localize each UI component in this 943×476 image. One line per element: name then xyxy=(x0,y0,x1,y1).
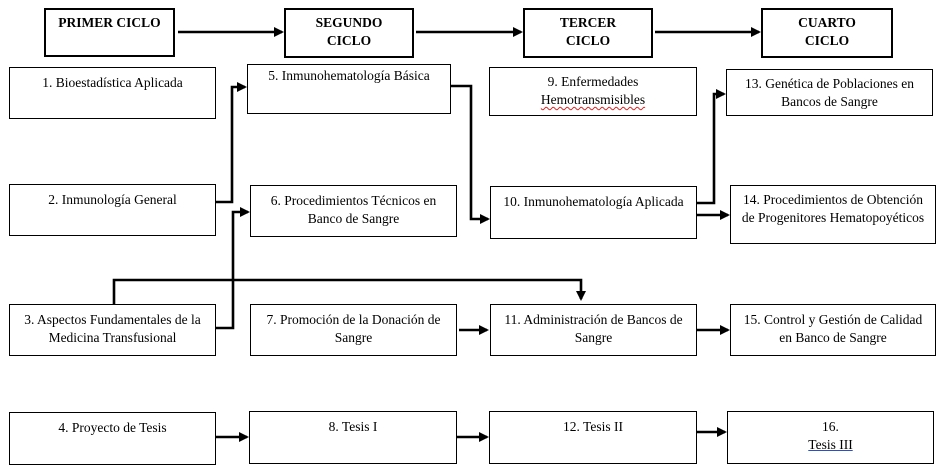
course-box-12: 12. Tesis II xyxy=(489,411,697,464)
course-box-15: 15. Control y Gestión de Calidad en Banc… xyxy=(730,304,936,356)
course-box-11: 11. Administración de Bancos de Sangre xyxy=(490,304,697,356)
course-box-7: 7. Promoción de la Donación de Sangre xyxy=(250,304,457,356)
arrow-5-to-10 xyxy=(451,84,490,224)
course-16-prefix: 16. xyxy=(822,419,839,434)
arrow-3-to-6 xyxy=(216,207,250,330)
course-box-5: 5. Inmunohematología Básica xyxy=(247,64,451,114)
course-9-underlined-word: Hemotransmisibles xyxy=(540,92,646,107)
cycle-header-3: TERCER CICLO xyxy=(523,8,653,58)
cycle-header-1: PRIMER CICLO xyxy=(44,8,175,57)
cycle-header-2: SEGUNDO CICLO xyxy=(284,8,414,58)
arrow-2-to-5 xyxy=(216,82,247,204)
course-box-10: 10. Inmunohematología Aplicada xyxy=(490,186,697,239)
cycle-header-4: CUARTO CICLO xyxy=(761,8,893,58)
course-box-14: 14. Procedimientos de Obtención de Proge… xyxy=(730,185,936,244)
course-box-3: 3. Aspectos Fundamentales de la Medicina… xyxy=(9,304,216,356)
course-box-6: 6. Procedimientos Técnicos en Banco de S… xyxy=(250,185,457,237)
course-box-16: 16. Tesis III xyxy=(727,411,934,464)
arrow-3-to-11 xyxy=(112,278,586,304)
course-9-prefix: 9. Enfermedades xyxy=(547,74,639,89)
course-box-1: 1. Bioestadística Aplicada xyxy=(9,67,216,119)
course-box-2: 2. Inmunología General xyxy=(9,184,216,236)
arrow-10-to-13 xyxy=(697,89,726,205)
course-box-8: 8. Tesis I xyxy=(249,411,457,464)
course-box-9: 9. Enfermedades Hemotransmisibles xyxy=(489,67,697,116)
course-16-underlined-title: Tesis III xyxy=(808,437,853,452)
course-box-13: 13. Genética de Poblaciones en Bancos de… xyxy=(726,69,933,116)
course-box-4: 4. Proyecto de Tesis xyxy=(9,412,216,465)
